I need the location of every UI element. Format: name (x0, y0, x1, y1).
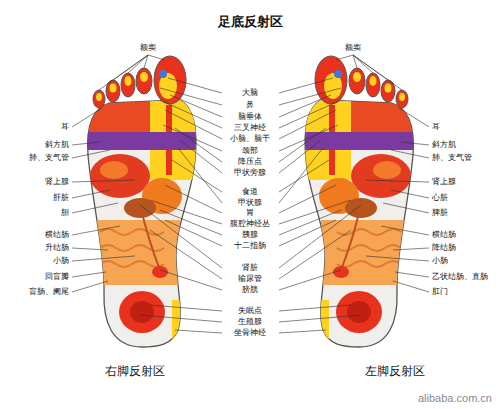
center-label: 膀胱 (242, 286, 258, 295)
center-label: 坐骨神经 (234, 329, 266, 338)
left-foot (301, 56, 421, 347)
zone-label: 斜方肌 (432, 141, 456, 150)
right-foot (80, 56, 200, 347)
zone-label: 盲肠、阑尾 (29, 288, 69, 297)
center-label: 生殖腺 (238, 318, 262, 327)
center-label: 食道 (242, 188, 258, 197)
diagram-title: 足底反射区 (218, 15, 283, 29)
center-label: 失眠点 (238, 307, 262, 316)
center-label: 甲状腺 (238, 199, 262, 208)
center-label: 脑垂体 (238, 113, 262, 122)
zone-label: 横结肠 (432, 231, 456, 240)
center-label: 降压点 (238, 158, 262, 167)
zone-label: 肺、支气管 (432, 154, 472, 163)
zone-label: 肺、支气管 (29, 154, 69, 163)
zone-label: 肾上腺 (45, 178, 69, 187)
center-label: 腹腔神经丛 (230, 220, 270, 229)
zone-label: 心脏 (432, 194, 448, 203)
zone-label: 肝脏 (53, 194, 69, 203)
center-label: 输尿管 (238, 275, 262, 284)
zone-label: 降结肠 (432, 244, 456, 253)
center-label: 小脑、脑干 (230, 135, 270, 144)
zone-label: 小肠 (432, 257, 448, 266)
center-label: 颈部 (242, 147, 258, 156)
center-label: 鼻 (246, 101, 254, 110)
zone-label: 脾脏 (432, 209, 448, 218)
zone-label: 耳 (432, 123, 440, 132)
zone-label: 乙状结肠、直肠 (432, 273, 488, 282)
zone-label: 升结肠 (45, 244, 69, 253)
center-label: 十二指肠 (234, 242, 266, 251)
left-foot-group (279, 55, 429, 347)
center-label: 三叉神经 (234, 124, 266, 133)
foot-caption: 左脚反射区 (365, 365, 425, 378)
foot-caption: 右脚反射区 (105, 365, 165, 378)
zone-label: 横结肠 (45, 231, 69, 240)
zone-label: 回盲瓣 (45, 273, 69, 282)
center-label: 肾脏 (242, 264, 258, 273)
leader-lines (279, 55, 429, 333)
zone-label: 小肠 (53, 257, 69, 266)
zone-label: 斜方肌 (45, 141, 69, 150)
center-label: 甲状旁腺 (234, 169, 266, 178)
leader-lines (72, 55, 222, 333)
zone-label: 肛门 (432, 288, 448, 297)
zone-label: 额窦 (140, 44, 156, 53)
watermark: alibaba.com.cn (418, 392, 492, 404)
center-label: 胃 (246, 209, 254, 218)
zone-label: 肾上腺 (432, 178, 456, 187)
center-label: 胰腺 (242, 231, 258, 240)
zone-label: 额窦 (345, 44, 361, 53)
center-label: 大脑 (242, 89, 258, 98)
zone-label: 耳 (61, 123, 69, 132)
zone-label: 胆 (61, 209, 69, 218)
